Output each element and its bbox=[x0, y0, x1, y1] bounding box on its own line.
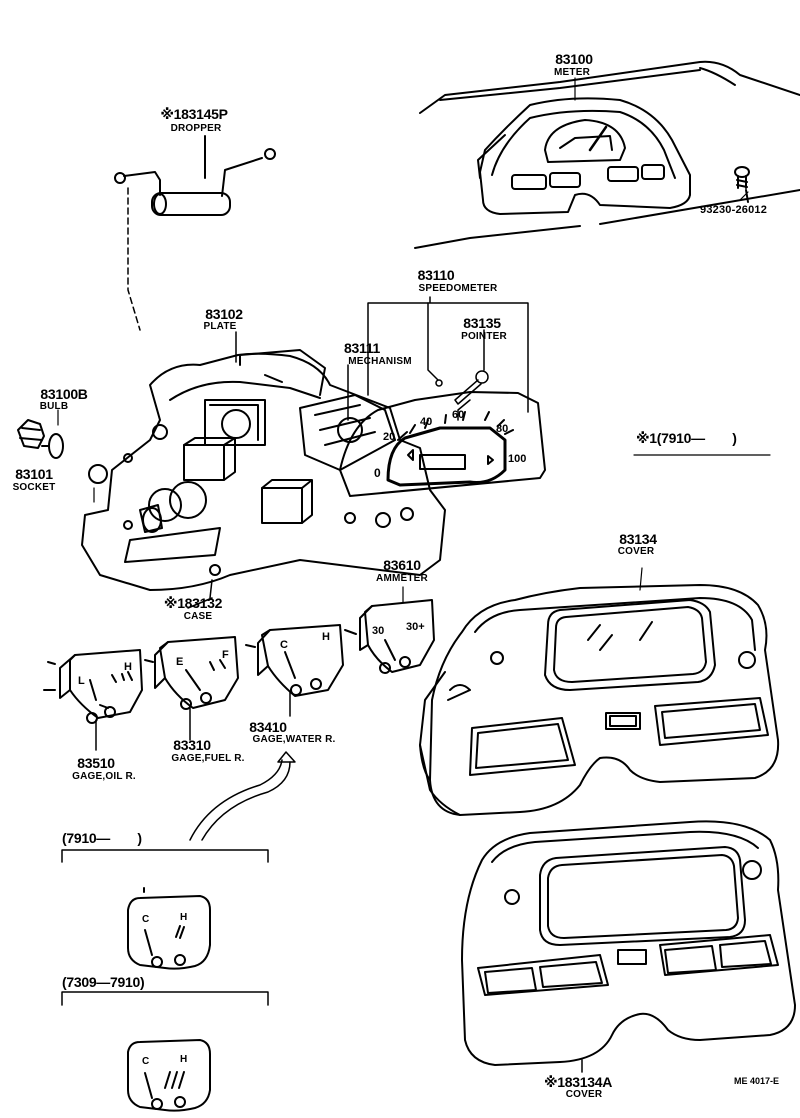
ammeter-plus-label: 30+ bbox=[406, 621, 425, 633]
bolt-number: 93230-26012 bbox=[700, 204, 768, 216]
cover-number: 83134 bbox=[619, 531, 657, 547]
meter-drawing bbox=[477, 97, 691, 215]
arrow-water-gage bbox=[189, 751, 296, 841]
speedometer-drawing bbox=[339, 391, 546, 497]
speedometer-name: SPEEDOMETER bbox=[418, 283, 498, 294]
dropper-number: ※183145P bbox=[160, 106, 228, 122]
speedometer-leader-lines bbox=[235, 296, 529, 421]
cover-a-drawing bbox=[461, 820, 796, 1073]
gage-fuel-drawing bbox=[144, 636, 239, 741]
gage-water-name: GAGE,WATER R. bbox=[252, 734, 336, 745]
dashboard-panel-drawing bbox=[414, 60, 800, 249]
socket-number: 83101 bbox=[15, 466, 53, 482]
bracket-water-old bbox=[61, 991, 269, 1006]
socket-name: SOCKET bbox=[12, 482, 56, 493]
ammeter-minus-label: 30 bbox=[372, 625, 384, 637]
fuel-empty-letter: E bbox=[176, 656, 183, 668]
dropper-drawing bbox=[114, 135, 276, 331]
cover-a-name: COVER bbox=[565, 1089, 603, 1100]
cover-a-number: ※183134A bbox=[543, 1074, 613, 1090]
dial-tick-0: 0 bbox=[374, 466, 381, 480]
bracket-water-new bbox=[61, 849, 269, 863]
gage-oil-number: 83510 bbox=[77, 755, 115, 771]
speedometer-number: 83110 bbox=[417, 267, 455, 283]
pointer-name: POINTER bbox=[461, 331, 507, 342]
dial-tick-60: 60 bbox=[452, 409, 464, 421]
ammeter-drawing bbox=[344, 599, 435, 674]
note-mark-date-range: ※1(7910— ) bbox=[636, 430, 737, 446]
mechanism-number: 83111 bbox=[344, 340, 380, 356]
ammeter-number: 83610 bbox=[383, 557, 421, 573]
bulb-name: BULB bbox=[39, 401, 69, 412]
fuel-full-letter: F bbox=[222, 649, 229, 661]
case-assembly-drawing bbox=[81, 349, 446, 609]
water-old-cold-letter: C bbox=[142, 1056, 149, 1067]
case-name: CASE bbox=[183, 611, 213, 622]
meter-name: METER bbox=[554, 67, 590, 78]
oil-high-letter: H bbox=[124, 661, 132, 673]
dial-tick-80: 80 bbox=[496, 423, 508, 435]
cover-drawing bbox=[419, 584, 780, 816]
gage-water-drawing bbox=[245, 624, 344, 717]
plate-number: 83102 bbox=[205, 306, 243, 322]
gage-oil-name: GAGE,OIL R. bbox=[72, 771, 136, 782]
gage-fuel-number: 83310 bbox=[173, 737, 211, 753]
case-number: ※183132 bbox=[163, 595, 223, 611]
bulb-socket-drawing bbox=[17, 419, 64, 459]
water-new-hot-letter: H bbox=[180, 912, 187, 923]
gage-water-number: 83410 bbox=[249, 719, 287, 735]
plate-name: PLATE bbox=[203, 321, 237, 332]
water-new-cold-letter: C bbox=[142, 914, 149, 925]
oil-low-letter: L bbox=[78, 675, 85, 687]
water-old-hot-letter: H bbox=[180, 1054, 187, 1065]
water-gage-new-drawing bbox=[127, 887, 211, 970]
water-new-date-range: (7910— ) bbox=[62, 830, 142, 846]
bulb-number: 83100B bbox=[40, 386, 88, 402]
leader-lines bbox=[57, 77, 771, 604]
dial-tick-40: 40 bbox=[420, 416, 432, 428]
gage-fuel-name: GAGE,FUEL R. bbox=[171, 753, 245, 764]
water-cold-letter: C bbox=[280, 639, 288, 651]
mechanism-name: MECHANISM bbox=[348, 356, 412, 367]
dial-tick-100: 100 bbox=[508, 453, 526, 465]
dropper-name: DROPPER bbox=[170, 123, 222, 134]
water-hot-letter: H bbox=[322, 631, 330, 643]
dial-tick-20: 20 bbox=[383, 431, 395, 443]
drawing-code: ME 4017-E bbox=[734, 1076, 780, 1086]
cover-name: COVER bbox=[617, 546, 655, 557]
bolt-drawing bbox=[734, 166, 750, 203]
pointer-number: 83135 bbox=[463, 315, 501, 331]
water-gage-old-drawing bbox=[127, 1039, 211, 1112]
water-old-date-range: (7309—7910) bbox=[62, 974, 145, 990]
meter-number: 83100 bbox=[555, 51, 593, 67]
ammeter-name: AMMETER bbox=[376, 573, 428, 584]
gage-oil-drawing bbox=[43, 649, 143, 751]
